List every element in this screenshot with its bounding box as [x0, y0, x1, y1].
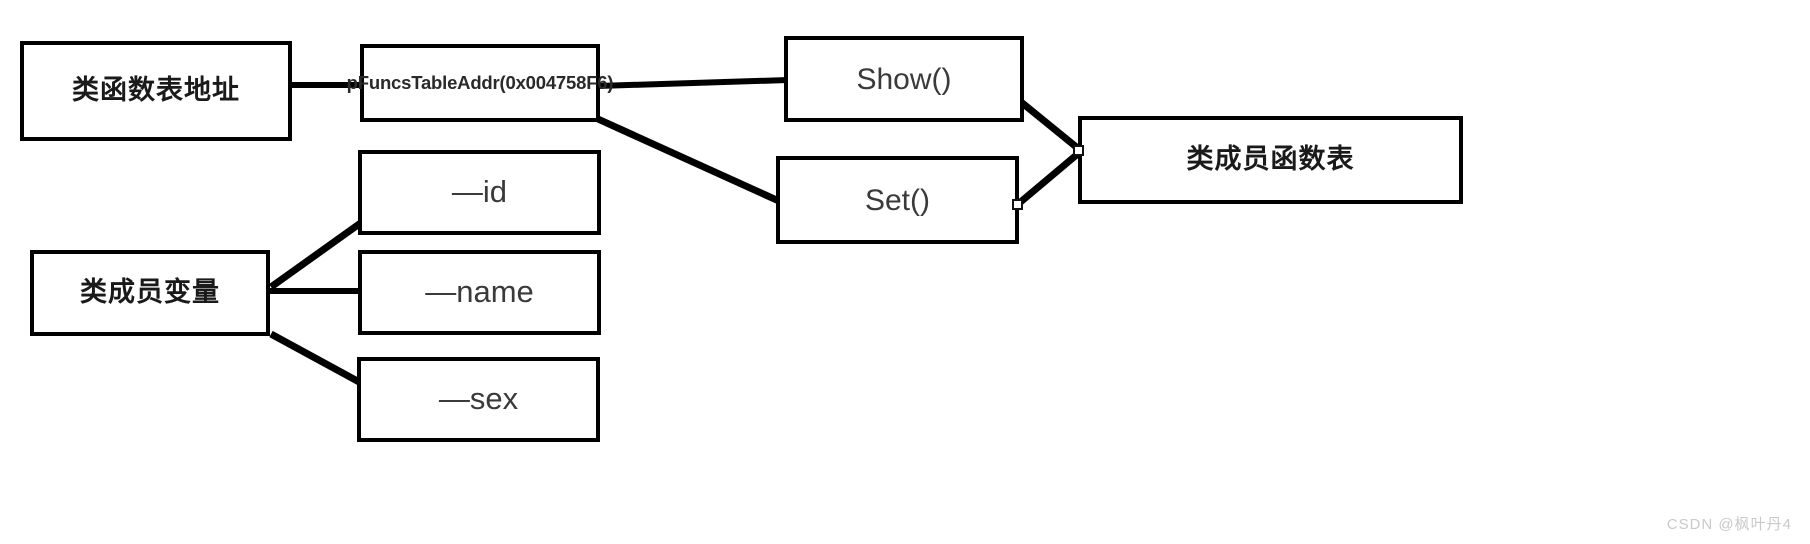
edge-class-member-vars-to-sex — [269, 330, 363, 387]
edge-pfuncs-to-set — [596, 115, 783, 206]
node-label: —name — [425, 274, 534, 310]
node-class-member-vars[interactable]: 类成员变量 — [30, 250, 270, 336]
node-pfuncs-table-addr[interactable]: pFuncsTableAddr(0x004758F6) — [347, 44, 614, 122]
node-label: 类成员函数表 — [1186, 144, 1355, 175]
node-label: Set() — [864, 183, 930, 217]
watermark: CSDN @枫叶丹4 — [1666, 516, 1792, 533]
connector-handle-class-member-funcs-left[interactable] — [1073, 145, 1084, 156]
node-class-member-funcs[interactable]: 类成员函数表 — [1078, 116, 1463, 204]
edge-show-to-class-member-funcs — [1018, 99, 1083, 153]
edge-class-member-vars-to-id — [268, 219, 365, 290]
node-label: 类成员变量 — [80, 277, 220, 308]
node-label: Show() — [856, 62, 952, 96]
edge-set-to-class-member-funcs — [1014, 149, 1083, 208]
node-label: —id — [451, 174, 508, 210]
node-set[interactable]: Set() — [776, 156, 1019, 244]
node-label: pFuncsTableAddr(0x004758F6) — [346, 71, 614, 93]
node-show[interactable]: Show() — [784, 36, 1024, 122]
node-member-sex[interactable]: —sex — [357, 357, 600, 442]
edge-pfuncs-to-show — [597, 77, 789, 89]
node-label: 类函数表地址 — [72, 75, 240, 106]
node-member-id[interactable]: —id — [358, 150, 601, 235]
connector-handle-set-right[interactable] — [1012, 199, 1023, 210]
node-class-func-table-addr[interactable]: 类函数表地址 — [20, 41, 292, 141]
node-label: —sex — [438, 381, 519, 417]
node-member-name[interactable]: —name — [358, 250, 601, 335]
